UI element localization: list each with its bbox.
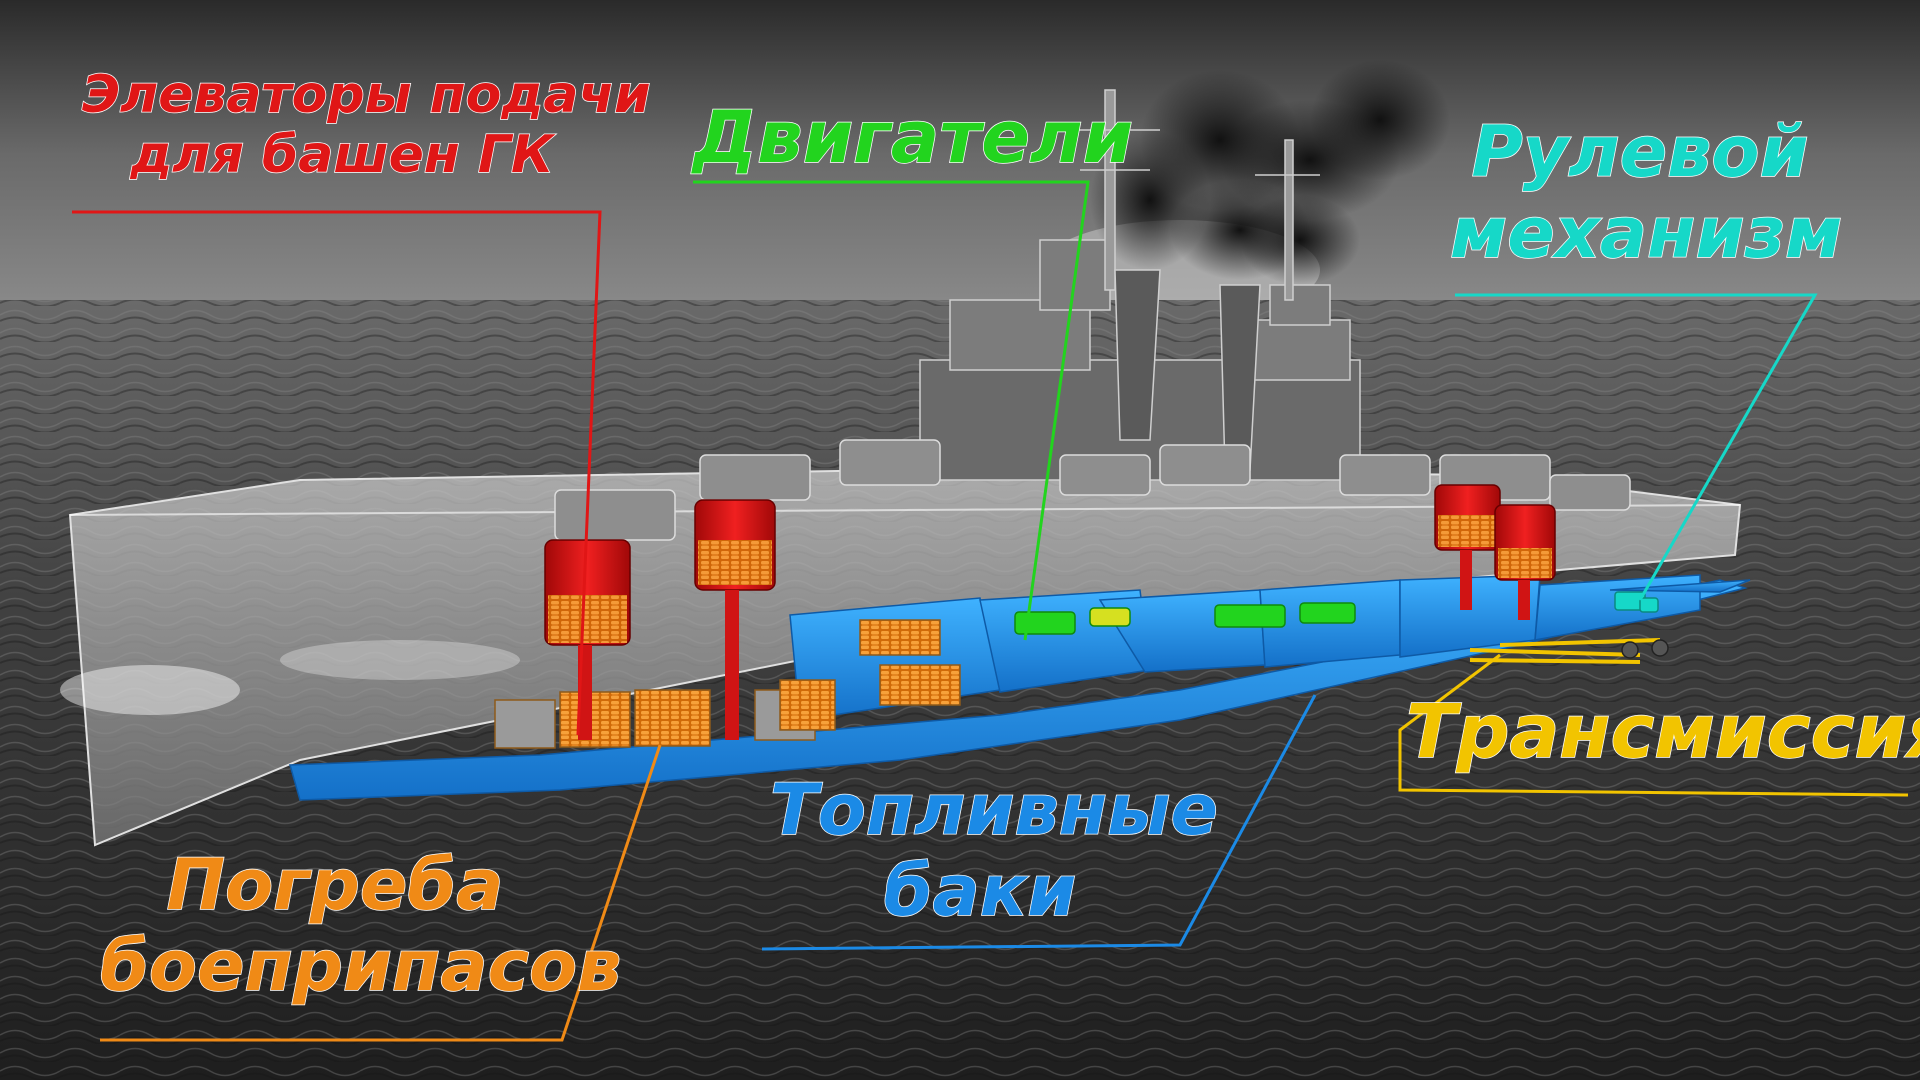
leader-line-steering [1455,293,1818,601]
transmission-shafts [1469,638,1661,664]
label-steering-line1: Рулевой [1471,111,1810,193]
label-steering-line2: механизм [1449,191,1843,274]
ammo-magazines [494,619,961,749]
leader-line-elevators [72,210,602,736]
label-transmission: Трансмиссия [1405,689,1920,776]
leader-line-fuel-tanks [761,694,1317,951]
label-steering: Рулевой механизм [1449,111,1843,274]
leader-line-transmission [1398,653,1909,797]
steering-gear [1614,591,1669,659]
leader-line-engines [693,180,1090,641]
label-elevators: Элеваторы подачи для башен ГК [81,64,651,186]
label-magazines: Погреба боеприпасов [99,844,622,1007]
engines [1014,602,1356,635]
label-engines: Двигатели [692,95,1134,179]
ship-funnels [1114,269,1261,471]
label-fuel-tanks: Топливные баки [769,769,1218,932]
leader-line-magazines [100,744,662,1042]
label-fuel-tanks-line1: Топливные [769,769,1218,851]
label-magazines-line1: Погреба [166,844,504,926]
label-elevators-line1: Элеваторы подачи [81,64,651,125]
label-elevators-line2: для башен ГК [130,124,555,185]
label-engines-line1: Двигатели [692,95,1134,179]
sky-background [0,0,1920,310]
label-transmission-line1: Трансмиссия [1405,689,1920,776]
label-magazines-line2: боеприпасов [99,924,622,1007]
label-fuel-tanks-line2: баки [883,849,1077,932]
turret-elevators [544,484,1556,740]
